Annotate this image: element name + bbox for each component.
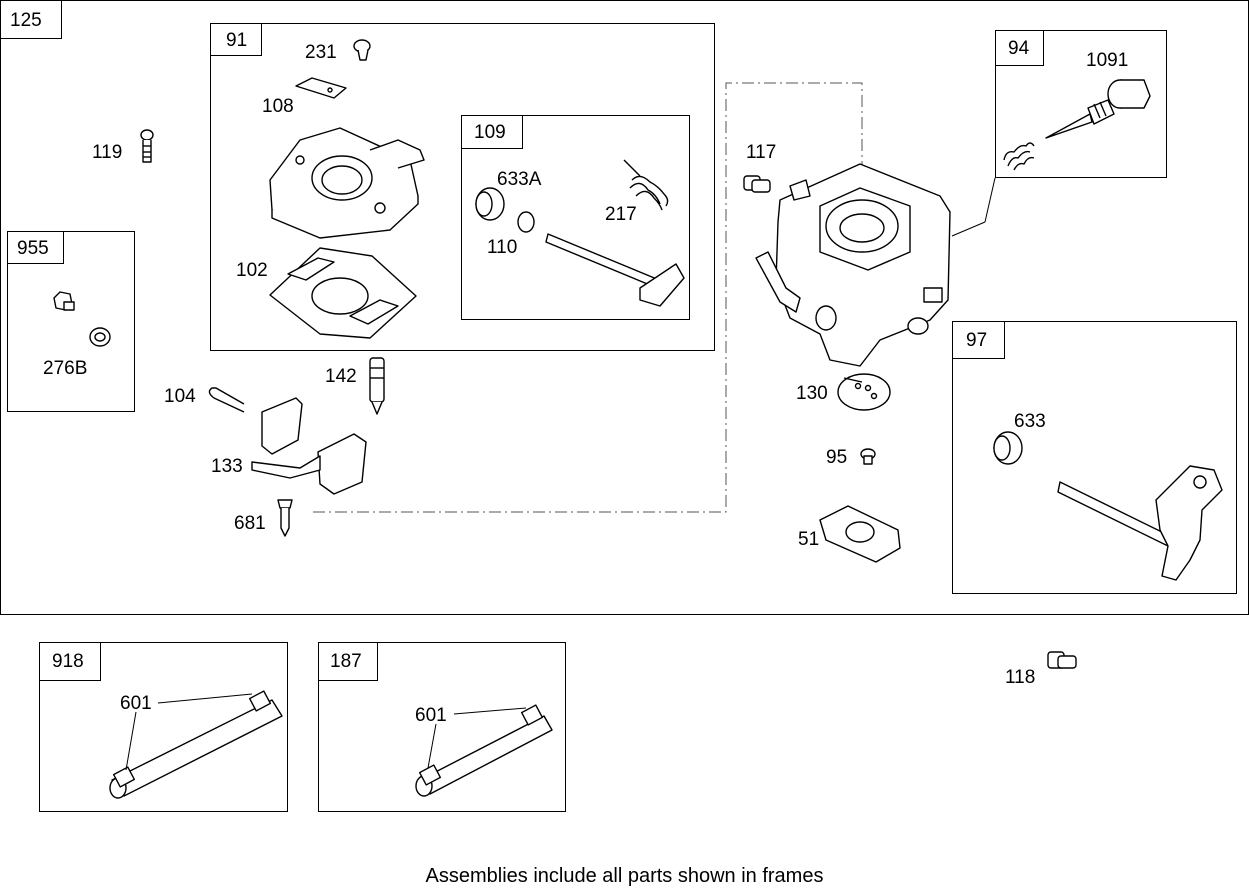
part-118-plug xyxy=(1047,651,1077,669)
frame-tag-91: 91 xyxy=(226,30,248,51)
part-94-needle xyxy=(1045,99,1115,139)
part-label-95: 95 xyxy=(826,447,848,468)
part-label-633a: 633A xyxy=(497,169,542,190)
part-label-117: 117 xyxy=(746,142,777,163)
frame-94-tag-box xyxy=(995,30,1044,66)
part-label-133: 133 xyxy=(211,456,243,477)
frame-109-tag-box xyxy=(461,115,523,149)
part-label-142: 142 xyxy=(325,366,357,387)
frame-tag-955: 955 xyxy=(17,238,49,259)
frame-tag-94: 94 xyxy=(1008,38,1030,59)
part-119-screw xyxy=(140,129,154,163)
part-label-102: 102 xyxy=(236,260,268,281)
frame-tag-187: 187 xyxy=(330,651,362,672)
frame-187-box xyxy=(318,642,566,812)
part-187-fuel-line xyxy=(415,704,553,797)
leader-601-a1 xyxy=(157,693,253,704)
part-label-601-a: 601 xyxy=(120,693,152,714)
part-label-681: 681 xyxy=(234,513,266,534)
frame-125-tag-box xyxy=(0,0,62,39)
part-label-231: 231 xyxy=(305,42,337,63)
part-94-spring xyxy=(1003,142,1035,171)
frame-125-box xyxy=(0,0,1249,615)
part-label-276b: 276B xyxy=(43,358,88,379)
part-label-119: 119 xyxy=(92,142,123,163)
frame-97-box xyxy=(952,321,1237,594)
part-95-screw xyxy=(860,448,876,465)
part-231-screw xyxy=(353,39,371,61)
frame-97-tag-box xyxy=(952,321,1005,359)
part-109-shaft xyxy=(545,233,685,307)
part-label-108: 108 xyxy=(262,96,294,117)
part-label-217: 217 xyxy=(605,204,637,225)
part-130-plate xyxy=(837,373,891,411)
part-633a-bushing xyxy=(475,187,505,221)
part-633-bushing xyxy=(993,431,1023,465)
part-label-633: 633 xyxy=(1014,411,1046,432)
assemblies-footnote: Assemblies include all parts shown in fr… xyxy=(425,865,824,887)
part-681-needle xyxy=(277,499,293,537)
frame-tag-109: 109 xyxy=(474,122,506,143)
leader-601-a2 xyxy=(125,711,137,771)
frame-tag-918: 918 xyxy=(52,651,84,672)
part-label-130: 130 xyxy=(796,383,828,404)
part-label-104: 104 xyxy=(164,386,196,407)
part-108-plate xyxy=(295,77,347,99)
frame-918-box xyxy=(39,642,288,812)
part-label-118: 118 xyxy=(1005,667,1036,688)
part-276b-washer xyxy=(89,327,111,347)
part-label-1091: 1091 xyxy=(1086,50,1129,71)
leader-601-b2 xyxy=(427,723,437,769)
frame-tag-97: 97 xyxy=(966,330,988,351)
frame-918-tag-box xyxy=(39,642,101,681)
frame-187-tag-box xyxy=(318,642,378,681)
frame-955-tag-box xyxy=(7,231,64,264)
part-carburetor-body xyxy=(755,163,951,367)
frame-955-box xyxy=(7,231,135,412)
frame-91-tag-box xyxy=(210,23,262,56)
part-91-housing xyxy=(269,127,425,239)
frame-tag-125: 125 xyxy=(10,10,42,31)
part-97-shaft-lever xyxy=(1057,465,1223,581)
part-label-51: 51 xyxy=(798,529,820,550)
part-133-float xyxy=(251,397,367,495)
part-217-spring xyxy=(623,159,669,211)
assembly-connector-line xyxy=(313,82,863,513)
frame-91-box xyxy=(210,23,715,351)
part-104-pin xyxy=(208,387,245,413)
frame-109-box xyxy=(461,115,690,320)
frame-94-box xyxy=(995,30,1167,178)
part-label-110: 110 xyxy=(487,237,518,258)
part-110-washer xyxy=(517,211,535,233)
part-label-601-b: 601 xyxy=(415,705,447,726)
part-142-tube xyxy=(369,357,385,415)
frame-94-leader xyxy=(984,177,996,223)
part-955-fitting xyxy=(53,291,75,311)
leader-601-b1 xyxy=(453,707,527,715)
part-102-gasket xyxy=(269,247,417,339)
part-1091-cap xyxy=(1107,79,1151,109)
part-918-fuel-line xyxy=(109,690,283,799)
part-51-gasket xyxy=(819,505,901,563)
part-117-plug xyxy=(743,175,771,193)
